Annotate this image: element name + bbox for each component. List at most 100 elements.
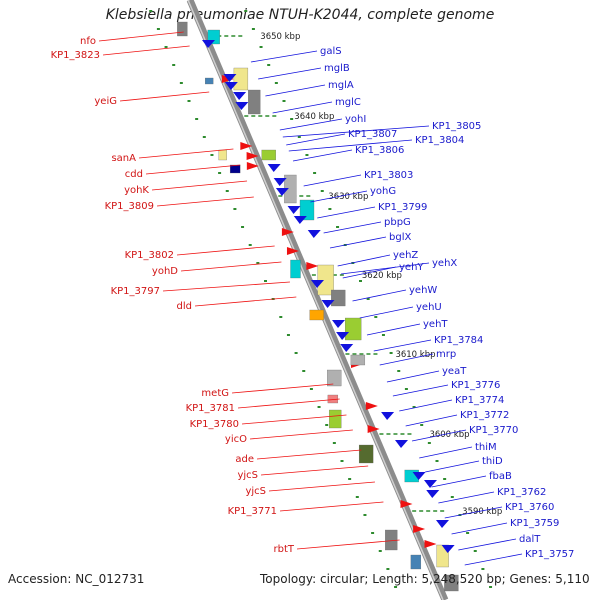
leader-forward [352, 289, 407, 302]
feature-arrow [307, 230, 321, 238]
leader-reverse [176, 245, 275, 256]
gene-label-forward: KP1_3806 [355, 145, 404, 156]
leader-reverse [138, 148, 234, 159]
gene-label-reverse: yicO [225, 434, 247, 445]
feature-arrow [426, 490, 440, 498]
leader-forward [279, 118, 343, 131]
scale-label: 3620 kbp [362, 271, 402, 281]
scale-dot-1 [435, 460, 439, 462]
scale-label: 3610 kbp [395, 350, 435, 360]
feature-arrow [224, 82, 238, 90]
scale-dot-0 [309, 388, 313, 390]
gene-label-reverse: dld [177, 301, 192, 312]
gene-label-forward: KP1_3807 [348, 129, 397, 140]
feature-arrow [246, 152, 259, 160]
feature-arrow [412, 472, 426, 480]
leader-reverse [151, 180, 248, 191]
scale-dot-0 [279, 316, 283, 318]
scale-dot-0 [371, 532, 375, 534]
feature-arrow [223, 74, 237, 82]
scale-dot-0 [179, 82, 183, 84]
leader-reverse [260, 465, 369, 476]
gene-label-reverse: nfo [80, 36, 96, 47]
gene-label-reverse: KP1_3809 [105, 201, 154, 212]
scale-dot-1 [328, 208, 332, 210]
scale-dot-1 [282, 100, 286, 102]
scale-dot-1 [267, 64, 271, 66]
leader-reverse [162, 281, 290, 292]
leader-reverse [237, 398, 340, 409]
scale-dot-0 [187, 100, 191, 102]
feature-arrow [287, 206, 301, 214]
scale-dot-0 [225, 190, 229, 192]
gene-label-forward: fbaB [489, 471, 512, 482]
gene-label-forward: mglA [328, 80, 354, 91]
scale-label: 3630 kbp [328, 192, 368, 202]
gene-label-forward: KP1_3804 [415, 135, 464, 146]
gene-label-forward: yehY [399, 262, 424, 273]
scale-dot-1 [251, 28, 255, 30]
leader-forward [444, 506, 503, 519]
gene-label-forward: dalT [519, 534, 541, 545]
leader-forward [425, 460, 480, 473]
scale-dot-1 [297, 136, 301, 138]
scale-label: 3600 kbp [429, 430, 469, 440]
gene-label-reverse: ade [235, 454, 254, 465]
leader-forward [292, 149, 353, 162]
scale-dot-0 [210, 154, 214, 156]
feature-arrow [321, 300, 335, 308]
scale-dot-0 [233, 208, 237, 210]
scale-dot-1 [450, 496, 454, 498]
scale-dot-0 [172, 64, 176, 66]
scale-dot-0 [340, 460, 344, 462]
leader-reverse [156, 196, 254, 207]
leader-forward [399, 399, 453, 412]
feature-arrow [273, 178, 287, 186]
leader-forward [286, 133, 346, 146]
leader-forward [310, 190, 368, 203]
gene-label-reverse: KP1_3823 [51, 50, 100, 61]
feature-block [290, 259, 301, 279]
feature-block [261, 149, 276, 161]
gene-label-forward: mglB [324, 63, 350, 74]
scale-dot-0 [332, 442, 336, 444]
leader-forward [337, 254, 391, 267]
scale-label: 3650 kbp [260, 32, 300, 42]
scale-dot-1 [481, 568, 485, 570]
gene-label-forward: KP1_3760 [505, 502, 554, 513]
scale-dot-0 [302, 370, 306, 372]
scale-dot-0 [195, 118, 199, 120]
gene-label-forward: bglX [389, 232, 411, 243]
feature-arrow [336, 332, 350, 340]
gene-label-forward: KP1_3762 [497, 487, 546, 498]
feature-block [218, 149, 227, 161]
scale-dot-1 [443, 478, 447, 480]
feature-block [331, 289, 346, 307]
leader-forward [250, 50, 318, 63]
feature-arrow [381, 412, 395, 420]
scale-dot-0 [355, 496, 359, 498]
leader-forward [379, 353, 434, 366]
leader-forward [303, 174, 362, 187]
gene-label-forward: yehX [432, 258, 457, 269]
scale-label: 3590 kbp [462, 507, 502, 517]
feature-block [248, 89, 261, 115]
feature-arrow [395, 440, 408, 448]
scale-dot-0 [294, 352, 298, 354]
backbone-highlight [187, 0, 444, 600]
gene-label-reverse: yohD [152, 266, 178, 277]
genome-summary-text: Topology: circular; Length: 5,248,520 bp… [260, 572, 590, 586]
leader-forward [317, 206, 376, 219]
gene-label-forward: yohI [345, 114, 366, 125]
scale-dot-1 [489, 586, 493, 588]
scale-dot-1 [389, 352, 393, 354]
leader-forward [438, 491, 495, 504]
feature-arrow [267, 164, 281, 172]
scale-dot-1 [473, 550, 477, 552]
leader-reverse [296, 539, 400, 550]
scale-dot-0 [164, 46, 168, 48]
gene-label-forward: pbpG [384, 217, 411, 228]
feature-arrow [340, 344, 354, 352]
scale-dot-1 [366, 298, 370, 300]
